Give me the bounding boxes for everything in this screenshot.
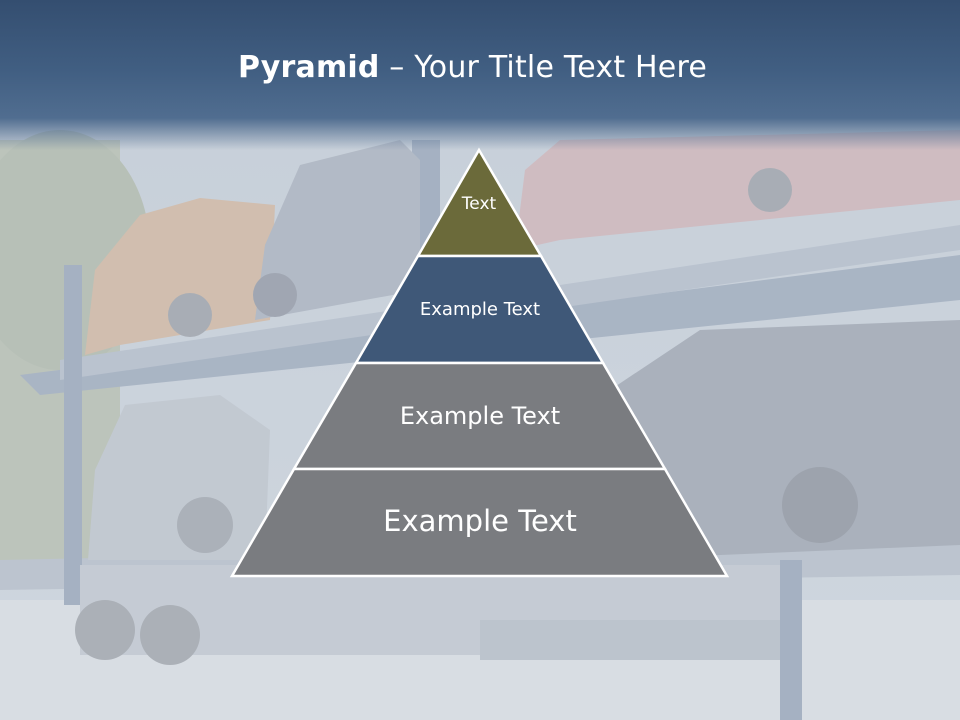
pyramid-label-bottom: Example Text [383,504,577,538]
slide-title: Pyramid – Your Title Text Here [0,50,945,85]
pyramid-label-top: Text [461,194,497,214]
title-bold: Pyramid [238,50,380,85]
title-bar [0,0,960,150]
pyramid-tier-bottom [229,467,730,578]
pyramid-label-third: Example Text [400,402,560,430]
title-rest: – Your Title Text Here [379,50,707,85]
pyramid-label-second: Example Text [420,299,540,320]
